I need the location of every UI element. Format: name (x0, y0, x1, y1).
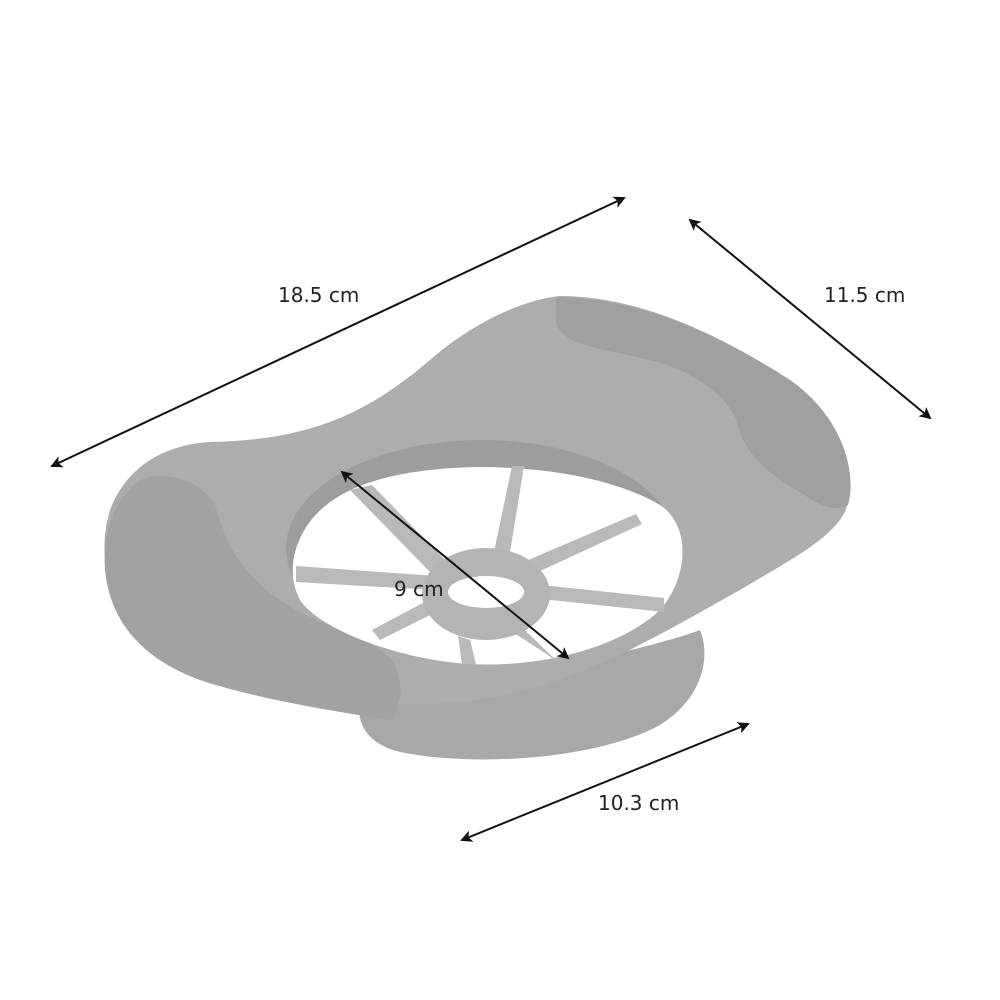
slicer-body (104, 296, 851, 760)
diameter-label: 9 cm (394, 577, 444, 601)
core-hole (448, 576, 524, 608)
width-label: 11.5 cm (824, 283, 905, 307)
width-arrow (688, 218, 932, 420)
right-handle-shade (556, 297, 851, 508)
base-width-label: 10.3 cm (598, 791, 679, 815)
base-width-arrow (460, 722, 750, 842)
dimension-arrows (50, 196, 932, 842)
dimension-labels: 18.5 cm 11.5 cm 9 cm 10.3 cm (278, 283, 905, 815)
diameter-arrow (340, 470, 570, 660)
length-arrow (50, 196, 626, 468)
left-handle-shade (104, 476, 401, 720)
length-label: 18.5 cm (278, 283, 359, 307)
